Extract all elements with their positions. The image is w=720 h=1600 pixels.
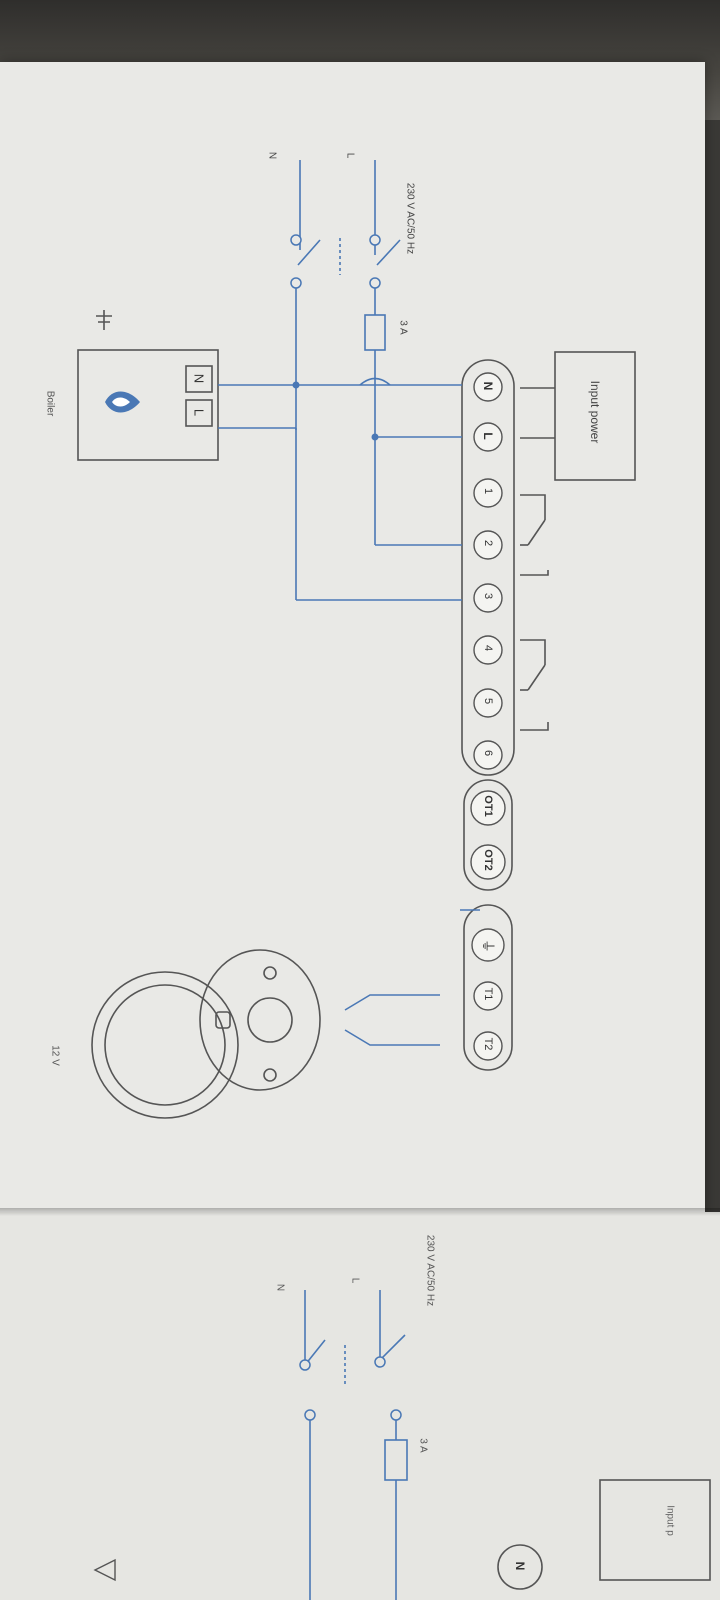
terminal-1 xyxy=(473,478,503,508)
terminal-ot1-label: OT1 xyxy=(482,795,494,817)
terminal-5-label: 5 xyxy=(482,697,494,705)
terminal-l xyxy=(473,422,503,452)
ot-terminal-strip xyxy=(463,779,513,891)
second-supply-label: 230 V AC/50 Hz xyxy=(424,1234,436,1307)
isolator-switch-l xyxy=(376,239,401,266)
diagram-page xyxy=(0,62,705,1217)
terminal-3 xyxy=(473,583,503,613)
relay-2-lead xyxy=(520,639,546,665)
terminal-t2 xyxy=(473,1031,503,1061)
terminal-ot2-label: OT2 xyxy=(482,849,494,871)
second-fuse-label: 3 A xyxy=(417,1438,429,1453)
terminal-2 xyxy=(473,530,503,560)
terminal-3-label: 3 xyxy=(482,592,494,600)
second-earth-symbol xyxy=(93,1558,116,1582)
terminal-6-label: 6 xyxy=(482,749,494,757)
terminal-ot2 xyxy=(470,844,506,880)
fuse xyxy=(364,314,386,351)
thermostat-outer-ring xyxy=(91,971,239,1119)
terminal-t1-label: T1 xyxy=(482,987,494,1001)
second-input-power-label: Input p xyxy=(664,1505,676,1536)
terminal-ot1 xyxy=(470,790,506,826)
boiler-terminal-l xyxy=(185,399,213,427)
wiring xyxy=(218,160,480,911)
terminal-2-label: 2 xyxy=(482,539,494,547)
terminal-n-label: N xyxy=(481,381,495,391)
terminal-earth xyxy=(471,928,505,962)
second-line-label: L xyxy=(349,1277,361,1284)
terminal-6 xyxy=(473,740,503,770)
second-neutral-label: N xyxy=(274,1283,286,1292)
boiler-terminal-n-label: N xyxy=(191,373,207,384)
terminal-4 xyxy=(473,635,503,665)
thermostat-inner-ring xyxy=(104,984,226,1106)
terminal-n xyxy=(473,372,503,402)
earth-symbol xyxy=(96,310,112,330)
isolator-switch-n xyxy=(297,239,321,266)
boiler-box xyxy=(77,349,219,461)
low-voltage-label: 12 V xyxy=(49,1045,61,1066)
boiler-terminal-n xyxy=(185,365,213,393)
relay-1-out xyxy=(520,570,549,576)
relay-2-out xyxy=(520,722,549,731)
neutral-label: N xyxy=(266,151,278,160)
relay-2-contact xyxy=(527,664,546,691)
terminal-4-label: 4 xyxy=(482,644,494,652)
input-power-box xyxy=(554,351,636,481)
terminal-strip xyxy=(461,359,515,776)
relay-1-contact xyxy=(527,519,546,546)
supply-voltage-label: 230 V AC/50 Hz xyxy=(404,182,416,255)
boiler-label: Boiler xyxy=(44,390,56,417)
page-edge-shadow xyxy=(0,1208,720,1216)
thermostat-connector xyxy=(247,997,293,1043)
relay-1-lead xyxy=(520,494,546,520)
thermostat-terminal-strip xyxy=(463,904,513,1071)
terminal-l-label: L xyxy=(481,432,495,440)
terminal-earth-label: ⏚ xyxy=(480,939,496,953)
boiler-terminal-l-label: L xyxy=(191,408,207,417)
terminal-t1 xyxy=(473,981,503,1011)
input-power-label: Input power xyxy=(588,380,602,444)
second-input-power-box xyxy=(599,1479,711,1581)
second-terminal-n-label: N xyxy=(513,1561,527,1571)
fuse-label: 3 A xyxy=(397,320,409,335)
terminal-t2-label: T2 xyxy=(482,1037,494,1051)
terminal-1-label: 1 xyxy=(482,487,494,495)
terminal-5 xyxy=(473,688,503,718)
thermostat-backplate xyxy=(199,949,321,1091)
line-label: L xyxy=(344,152,356,159)
second-terminal-strip-end xyxy=(497,1544,543,1590)
